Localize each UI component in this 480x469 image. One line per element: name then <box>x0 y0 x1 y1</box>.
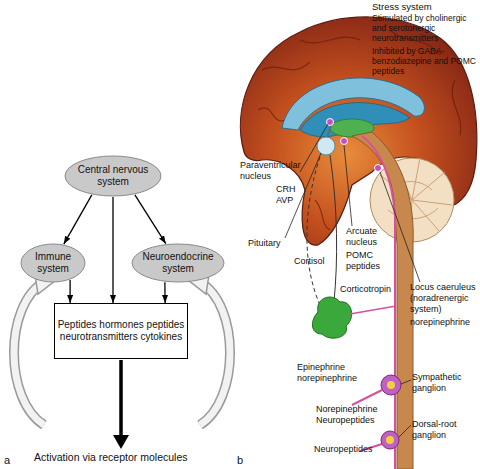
text-label: norepinephrine <box>410 317 470 328</box>
text-label: Epinephrine norepinephrine <box>297 362 363 384</box>
feedback-arrow-fill <box>14 282 44 425</box>
pituitary <box>317 137 335 155</box>
text-label: Pituitary <box>248 238 281 249</box>
text-label: Cortisol <box>294 256 325 267</box>
node-text: Central nervous system <box>72 164 154 188</box>
node-text: Immune system <box>25 251 81 275</box>
text-label: Corticotropin <box>340 284 391 295</box>
text-label: Stress system <box>372 1 480 12</box>
corticotropin-line <box>330 155 337 302</box>
system-ellipse: Immune system <box>20 243 86 283</box>
text-label: b <box>237 454 243 467</box>
dorsal-root-ganglion <box>381 431 399 449</box>
flow-arrow <box>135 195 166 244</box>
ellipse-shape <box>132 244 224 282</box>
system-ellipse: Neuroendocrine system <box>131 243 225 283</box>
ganglion-core <box>386 436 394 444</box>
text-label: CRH <box>276 184 296 195</box>
mediator-box: Peptides hormones peptides neurotransmit… <box>54 303 188 359</box>
text-label: Activation via receptor molecules <box>34 451 234 464</box>
text-label: Inhibited by GABA-benzodiazepine and POM… <box>372 46 480 77</box>
text-label: a <box>4 454 10 467</box>
feedback-arrow-fill <box>200 282 230 425</box>
flow-arrow <box>164 282 166 303</box>
activation-arrowhead <box>113 435 129 449</box>
splanchnic-nerve <box>350 306 396 314</box>
text-label: AVP <box>276 195 293 206</box>
adrenal-gland <box>312 297 351 338</box>
system-ellipse: Central nervous system <box>64 155 162 197</box>
text-label: Locus caeruleus (noradrenergic system) <box>410 282 480 314</box>
node-text: Peptides hormones peptides neurotransmit… <box>57 319 185 343</box>
flow-arrow <box>112 197 113 303</box>
arcuate-dot <box>341 138 348 145</box>
text-label: Sympathetic ganglion <box>412 372 478 394</box>
ellipse-shape <box>65 156 161 196</box>
node-text: Neuroendocrine system <box>138 251 218 275</box>
text-label: Dorsal-root ganglion <box>412 419 478 441</box>
ventricle <box>300 103 410 137</box>
activation-arrow <box>119 360 123 437</box>
text-label: Stimulated by cholinergic and serotonerg… <box>372 13 480 44</box>
text-label: Norepinephrine Neuropeptides <box>316 404 382 426</box>
sympathetic-ganglion <box>381 375 401 395</box>
text-label: Paraventricular nucleus <box>240 160 312 182</box>
text-label: Arcuate nucleus <box>346 226 390 248</box>
locus-caeruleus-dot <box>375 165 382 172</box>
ellipse-shape <box>21 244 85 282</box>
feedback-arrow <box>14 282 44 425</box>
feedback-arrow <box>200 282 230 425</box>
cortisol-feedback <box>307 154 321 305</box>
ganglion-core <box>387 381 395 389</box>
text-label: POMC peptides <box>346 250 390 272</box>
text-label: Neuropeptides <box>314 444 373 455</box>
flow-arrow <box>69 280 70 303</box>
flow-arrow <box>64 195 92 244</box>
pituitary-stalk <box>327 126 331 138</box>
leader-lines <box>285 124 420 437</box>
